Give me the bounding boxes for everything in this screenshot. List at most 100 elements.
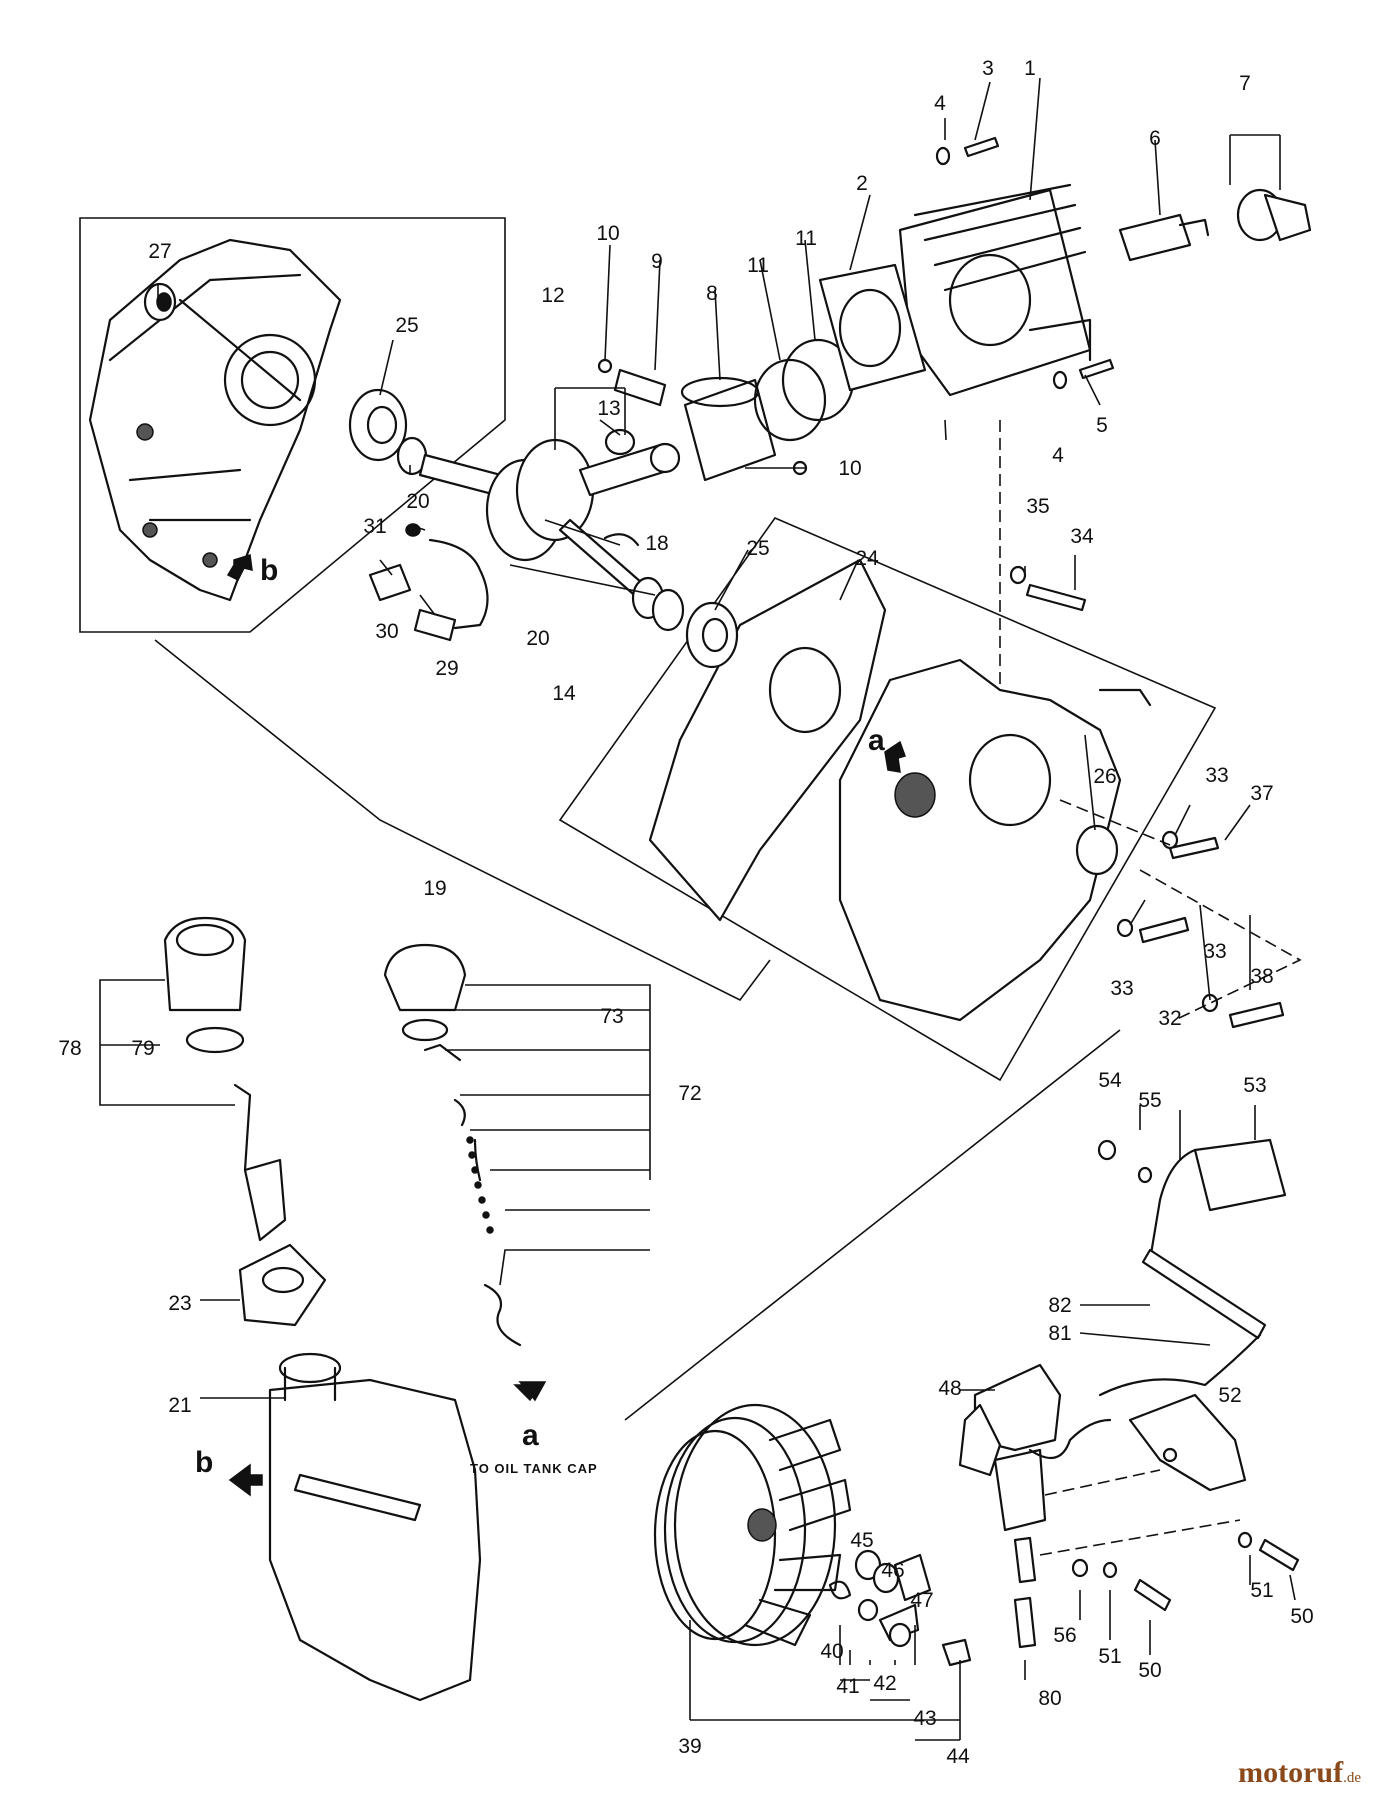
callout-79: 79 <box>131 1037 154 1060</box>
callout-26: 26 <box>1093 765 1116 788</box>
callout-73: 73 <box>600 1005 623 1028</box>
callout-34: 34 <box>1070 525 1094 548</box>
callout-81: 81 <box>1048 1322 1071 1345</box>
bearing-25-left <box>348 388 408 462</box>
module-53 <box>1148 1138 1287 1262</box>
ignition-coil-48 <box>958 1363 1112 1532</box>
callout-33: 33 <box>1205 764 1228 787</box>
gasket-24 <box>648 558 887 922</box>
callout-38: 38 <box>1250 965 1273 988</box>
callout-82: 82 <box>1048 1294 1071 1317</box>
callout-50: 50 <box>1138 1659 1161 1682</box>
callout-51: 51 <box>1250 1579 1273 1602</box>
arrow-a-top <box>884 740 906 773</box>
crankshaft-12 <box>418 438 681 602</box>
callout-10: 10 <box>838 457 861 480</box>
callout-4: 4 <box>934 92 946 115</box>
callout-labels: 1 2 3 4 4 5 6 7 8 9 10 10 11 11 12 13 14… <box>58 57 1313 1768</box>
bearing-27 <box>143 282 177 322</box>
callout-18: 18 <box>645 532 668 555</box>
callout-24: 24 <box>855 547 879 570</box>
callout-47: 47 <box>910 1589 933 1612</box>
arrow-a-bottom <box>513 1384 542 1402</box>
piston-8 <box>680 376 777 482</box>
callout-21: 21 <box>168 1394 191 1417</box>
note-oil-tank-cap: TO OIL TANK CAP <box>470 1461 598 1476</box>
callout-25: 25 <box>395 314 418 337</box>
letter-a-top: a <box>868 724 885 757</box>
crankcase-left-half <box>79 217 506 633</box>
callout-13: 13 <box>597 397 620 420</box>
callout-20: 20 <box>406 490 429 513</box>
reference-letters: b a a b TO OIL TANK CAP <box>195 554 885 1479</box>
bolt-5-washer-4 <box>1052 358 1115 390</box>
callout-10: 10 <box>596 222 619 245</box>
callout-25: 25 <box>746 537 769 560</box>
callout-56: 56 <box>1053 1624 1076 1647</box>
callout-51: 51 <box>1098 1645 1121 1668</box>
callout-14: 14 <box>552 682 576 705</box>
callout-11: 11 <box>795 227 817 250</box>
bearing-25-right <box>685 601 739 669</box>
leader-lines <box>99 77 1296 1741</box>
callout-39: 39 <box>678 1735 701 1758</box>
callout-30: 30 <box>375 620 398 643</box>
cylinder-1 <box>898 183 1092 397</box>
fuel-tank-21 <box>268 1352 482 1702</box>
callout-55: 55 <box>1138 1089 1161 1112</box>
callout-52: 52 <box>1218 1384 1241 1407</box>
crankcase-half-right <box>838 658 1152 1022</box>
callout-7: 7 <box>1239 72 1251 95</box>
dashed-center-lines <box>999 420 1302 1556</box>
callout-50: 50 <box>1290 1605 1313 1628</box>
callout-78: 78 <box>58 1037 81 1060</box>
key-18 <box>603 533 640 547</box>
watermark-suffix: .de <box>1343 1770 1361 1786</box>
letter-b-bottom: b <box>195 1446 213 1479</box>
filter-23 <box>238 1243 327 1327</box>
callout-29: 29 <box>435 657 458 680</box>
wire-81-82 <box>1098 1248 1267 1397</box>
callout-35: 35 <box>1026 495 1049 518</box>
callout-9: 9 <box>651 250 663 273</box>
callout-37: 37 <box>1250 782 1273 805</box>
arrow-b-bottom <box>228 1463 263 1497</box>
callout-41: 41 <box>836 1675 859 1698</box>
callout-48: 48 <box>938 1377 961 1400</box>
callout-23: 23 <box>168 1292 191 1315</box>
callout-6: 6 <box>1149 127 1161 150</box>
flywheel-39 <box>653 1403 852 1647</box>
pins-56-80 <box>1013 1536 1089 1649</box>
callout-4: 4 <box>1052 444 1064 467</box>
callout-32: 32 <box>1158 1007 1181 1030</box>
callout-33: 33 <box>1110 977 1133 1000</box>
seals-20-14-right <box>631 576 685 632</box>
piston-rings-11 <box>753 338 855 442</box>
needle-bearing-13 <box>604 428 636 456</box>
callout-12: 12 <box>541 284 564 307</box>
callout-33: 33 <box>1203 940 1226 963</box>
callout-1: 1 <box>1024 57 1036 80</box>
callout-2: 2 <box>856 172 868 195</box>
callout-19: 19 <box>423 877 446 900</box>
letter-b-top: b <box>260 554 278 587</box>
callout-53: 53 <box>1243 1074 1266 1097</box>
switch-bracket-52 <box>1128 1393 1247 1492</box>
callout-5: 5 <box>1096 414 1108 437</box>
piston-pin-9 <box>613 368 667 407</box>
arrow-b-top <box>226 554 253 582</box>
callout-72: 72 <box>678 1082 701 1105</box>
callout-54: 54 <box>1098 1069 1122 1092</box>
letter-a-bottom: a <box>522 1419 539 1452</box>
fuel-cap-78 <box>163 916 287 1242</box>
screws-50-51 <box>1097 1139 1300 1612</box>
callout-46: 46 <box>881 1559 904 1582</box>
callout-44: 44 <box>946 1745 970 1768</box>
watermark-brand: motoruf <box>1238 1756 1344 1789</box>
callout-31: 31 <box>363 515 386 538</box>
callout-40: 40 <box>820 1640 843 1663</box>
plug-cap-7 <box>1236 188 1312 242</box>
callout-80: 80 <box>1038 1687 1061 1710</box>
callout-27: 27 <box>148 240 171 263</box>
